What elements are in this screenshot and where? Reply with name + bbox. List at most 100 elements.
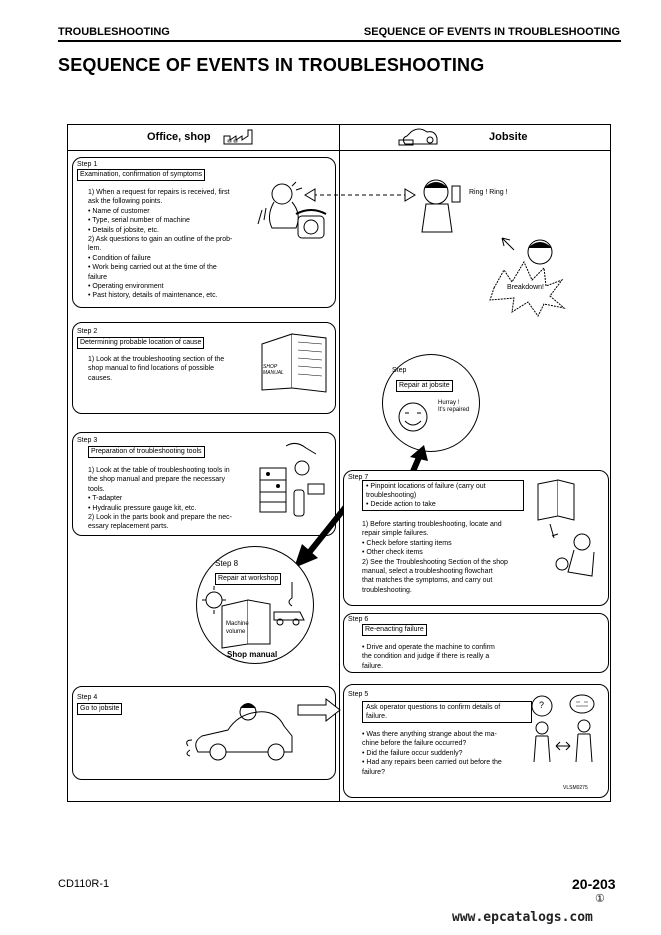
title-line: failure. — [366, 713, 388, 720]
arrow-to-step5 — [297, 697, 341, 723]
text-line: 1) Before starting troubleshooting, loca… — [362, 521, 502, 528]
text-line: • Hydraulic pressure gauge kit, etc. — [88, 504, 197, 512]
step1-text: 1) When a request for repairs is receive… — [88, 188, 232, 301]
text-line: • Past history, details of maintenance, … — [88, 292, 218, 300]
text-line: 1) Look at the troubleshooting section o… — [88, 356, 225, 363]
phone-connection-arrow — [304, 188, 416, 202]
car-driving-illustration — [186, 703, 293, 761]
step8-title: Repair at workshop — [215, 573, 282, 585]
title-line: Ask operator questions to confirm detail… — [366, 704, 501, 711]
running-header-right: SEQUENCE OF EVENTS IN TROUBLESHOOTING — [363, 26, 620, 38]
column-header-jobsite: Jobsite — [489, 131, 528, 143]
step6-box — [343, 613, 609, 673]
step4-box — [72, 686, 336, 780]
troubleshooting-mechanic-illustration — [537, 479, 595, 577]
step1-title: Examination, confirmation of symptoms — [77, 169, 206, 181]
speech-line: It's repaired — [438, 407, 470, 413]
text-line: that matches the symptoms, and carry out — [362, 577, 493, 585]
ring-text: Ring ! Ring ! — [469, 189, 508, 196]
step2-label: Step 2 — [77, 328, 98, 335]
text-line: causes. — [88, 374, 113, 382]
step6-label: Step 6 — [348, 616, 369, 623]
manual-cover-line: MANUAL — [263, 370, 284, 376]
column-header-rule — [67, 150, 610, 151]
text-line: • Details of jobsite, etc. — [88, 226, 159, 234]
text-line: • Work being carried out at the time of … — [88, 264, 217, 272]
step7-title: • Pinpoint locations of failure (carry o… — [362, 480, 524, 511]
jobsite-step-label: Step — [392, 367, 407, 374]
happy-operator-illustration — [398, 402, 428, 432]
column-divider — [339, 124, 340, 801]
book-label-line: volume — [226, 629, 246, 635]
page-title: SEQUENCE OF EVENTS IN TROUBLESHOOTING — [58, 55, 485, 75]
text-line: 2) See the Troubleshooting Section of th… — [362, 558, 508, 566]
jobsite-repair-circle — [382, 354, 480, 452]
step1-label: Step 1 — [77, 161, 98, 168]
hurray-speech: Hurray ! It's repaired — [438, 400, 469, 414]
text-line: failure — [88, 273, 108, 281]
step8-label: Step 8 — [215, 559, 239, 568]
text-line: failure. — [362, 662, 384, 670]
step3-label: Step 3 — [77, 437, 98, 444]
manual-cover-text: SHOP MANUAL — [263, 364, 284, 376]
figure-code: VLSM0275 — [563, 785, 588, 791]
text-line: • T-adapter — [88, 495, 123, 503]
step5-label: Step 5 — [348, 691, 369, 698]
text-line: • Had any repairs been carried out befor… — [362, 759, 502, 767]
speech-line: Hurray ! — [438, 400, 460, 406]
step7-text: 1) Before starting troubleshooting, loca… — [362, 520, 508, 595]
step5-text: • Was there anything strange about the m… — [362, 730, 502, 777]
step4-title: Go to jobsite — [77, 703, 123, 715]
text-line: 1) Look at the table of troubleshooting … — [88, 467, 230, 474]
machine-volume-label: Machine volume — [226, 620, 249, 636]
text-line: • Drive and operate the machine to confi… — [362, 644, 495, 651]
text-line: troubleshooting. — [362, 586, 412, 594]
step5-box — [343, 684, 609, 798]
tools-cabinet-illustration — [259, 442, 325, 517]
question-mark: ? — [539, 700, 545, 710]
text-line: tools. — [88, 485, 105, 493]
factory-icon — [223, 129, 253, 145]
excavator-icon — [398, 128, 438, 146]
text-line: • Type, serial number of machine — [88, 217, 190, 225]
text-line: chine before the failure occurred? — [362, 740, 467, 748]
step1-box — [72, 157, 336, 308]
text-line: 2) Look in the parts book and prepare th… — [88, 514, 232, 522]
breakdown-text: Breakdown! — [507, 284, 544, 291]
text-line: • Did the failure occur suddenly? — [362, 749, 463, 757]
book-label-line: Machine — [226, 621, 249, 627]
text-line: shop manual to find locations of possibl… — [88, 365, 215, 373]
step8-circle — [196, 546, 314, 664]
operator-questioning-illustration — [531, 694, 595, 763]
text-line: the condition and judge if there is real… — [362, 653, 490, 661]
text-line: 2) Ask questions to gain an outline of t… — [88, 236, 233, 244]
step2-text: 1) Look at the troubleshooting section o… — [88, 355, 224, 383]
text-line: 1) When a request for repairs is receive… — [88, 189, 230, 196]
text-line: • Check before starting items — [362, 539, 452, 547]
text-line: failure? — [362, 768, 385, 776]
text-line: • Was there anything strange about the m… — [362, 731, 497, 738]
text-line: • Other check items — [362, 549, 423, 557]
text-line: repair simple failures. — [362, 530, 429, 538]
manual-cover-line: SHOP — [263, 364, 278, 370]
text-line: • Name of customer — [88, 207, 150, 215]
page-number: 20-203 — [572, 876, 616, 892]
text-line: • Operating environment — [88, 283, 164, 291]
breakdown-illustration — [489, 237, 566, 317]
step4-label: Step 4 — [77, 694, 98, 701]
step3-text: 1) Look at the table of troubleshooting … — [88, 466, 232, 532]
step6-title: Re-enacting failure — [362, 624, 427, 636]
title-line: troubleshooting) — [366, 492, 417, 499]
text-line: manual, select a troubleshooting flowcha… — [362, 568, 493, 576]
header-rule — [58, 40, 621, 42]
workshop-illustration — [202, 582, 305, 649]
operator-calling-illustration — [421, 179, 461, 233]
shop-manual-book-illustration — [261, 333, 327, 393]
website-watermark: www.epcatalogs.com — [452, 910, 593, 925]
telephone-person-illustration — [257, 181, 327, 239]
jobsite-repair-title: Repair at jobsite — [396, 380, 453, 392]
step6-text: • Drive and operate the machine to confi… — [362, 643, 495, 671]
revision-mark: ① — [595, 893, 605, 905]
step2-title: Determining probable location of cause — [77, 337, 205, 349]
step5-title: Ask operator questions to confirm detail… — [362, 701, 532, 723]
